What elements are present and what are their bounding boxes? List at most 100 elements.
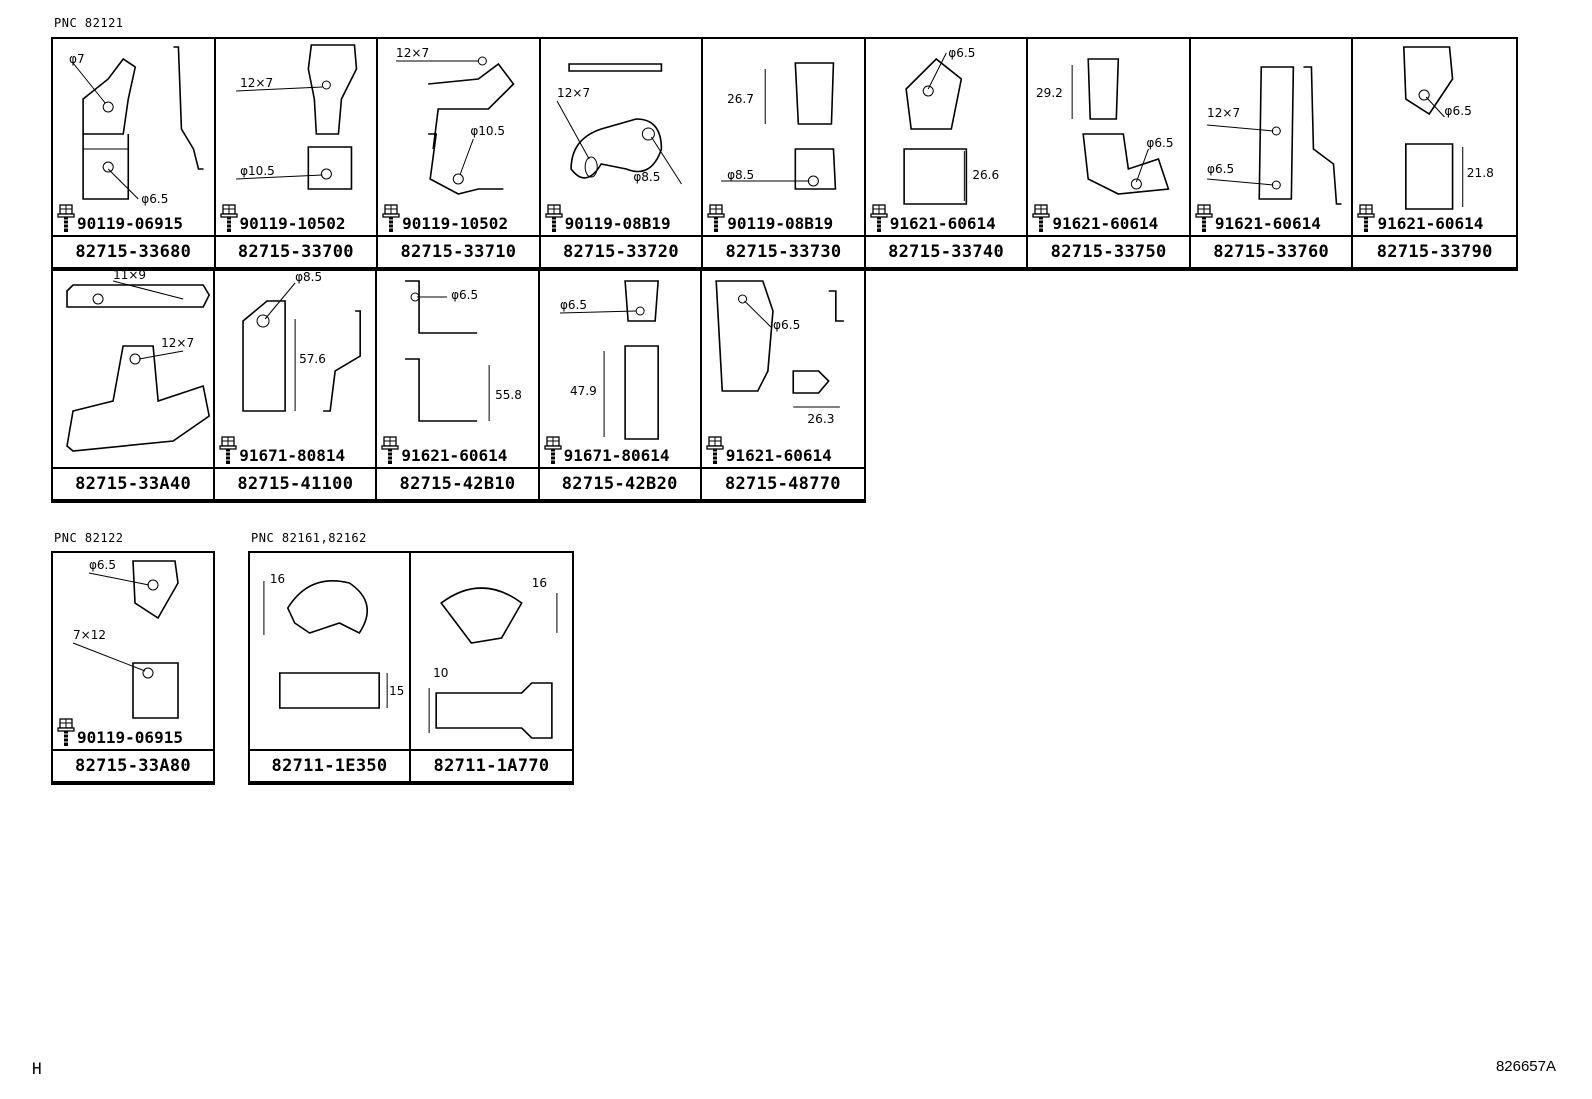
- fastener-callout[interactable]: 90119-06915: [57, 203, 183, 233]
- bracket-illustration: 12×7 φ10.5: [378, 39, 539, 239]
- svg-text:12×7: 12×7: [396, 46, 429, 60]
- part-number[interactable]: 82715-48770: [701, 467, 864, 499]
- fastener-number: 90119-10502: [239, 214, 346, 233]
- svg-text:55.8: 55.8: [496, 388, 523, 402]
- part-cell[interactable]: 16 10 82711-1A770: [411, 553, 572, 783]
- svg-text:φ6.5: φ6.5: [1445, 104, 1472, 118]
- svg-text:φ6.5: φ6.5: [1207, 162, 1234, 176]
- part-number[interactable]: 82715-33730: [703, 235, 864, 267]
- fastener-number: 90119-08B19: [564, 214, 671, 233]
- illustration-number: 826657A: [1495, 1058, 1556, 1075]
- fastener-callout[interactable]: 91621-60614: [706, 435, 832, 465]
- svg-text:φ10.5: φ10.5: [470, 124, 505, 138]
- pnc-label: PNC 82122: [54, 531, 124, 545]
- bolt-washer-icon: [219, 204, 238, 232]
- svg-text:φ6.5: φ6.5: [948, 46, 975, 60]
- part-number[interactable]: 82711-1E350: [250, 749, 409, 781]
- part-number[interactable]: 82715-42B20: [539, 467, 700, 499]
- part-number[interactable]: 82715-33750: [1028, 235, 1189, 267]
- bolt-washer-icon: [1032, 204, 1050, 232]
- fastener-callout[interactable]: 91621-60614: [1195, 203, 1321, 233]
- svg-text:57.6: 57.6: [299, 352, 326, 366]
- part-number[interactable]: 82715-33A40: [53, 467, 214, 499]
- part-number[interactable]: 82715-41100: [215, 467, 376, 499]
- part-cell[interactable]: φ6.5 7×12 90119-06915 82715-33A80: [53, 553, 213, 783]
- bolt-washer-icon: [57, 204, 75, 232]
- svg-text:7×12: 7×12: [73, 628, 106, 642]
- fastener-callout[interactable]: 91621-60614: [1032, 203, 1158, 233]
- part-number[interactable]: 82715-33700: [215, 235, 377, 267]
- fastener-callout[interactable]: 91621-60614: [1357, 203, 1483, 233]
- svg-text:φ10.5: φ10.5: [240, 164, 275, 178]
- svg-text:10: 10: [433, 666, 448, 680]
- fastener-number: 91671-80814: [239, 446, 346, 465]
- svg-text:16: 16: [532, 576, 547, 590]
- fastener-number: 91671-80614: [563, 446, 670, 465]
- svg-text:φ6.5: φ6.5: [89, 558, 116, 572]
- svg-text:11×9: 11×9: [113, 271, 146, 282]
- fastener-callout[interactable]: 91671-80814: [219, 435, 345, 465]
- part-number[interactable]: 82715-33680: [53, 235, 214, 267]
- fastener-number: 91621-60614: [889, 214, 996, 233]
- part-number[interactable]: 82715-42B10: [377, 467, 538, 499]
- fastener-callout[interactable]: 90119-10502: [219, 203, 346, 233]
- fastener-callout[interactable]: 91621-60614: [381, 435, 507, 465]
- part-number[interactable]: 82715-33740: [865, 235, 1027, 267]
- svg-text:φ6.5: φ6.5: [1147, 136, 1174, 150]
- part-number[interactable]: 82715-33A80: [53, 749, 213, 781]
- part-number[interactable]: 82715-33760: [1190, 235, 1352, 267]
- part-cell[interactable]: φ8.5 57.6 91671-80814 82715-41100: [215, 271, 378, 501]
- svg-text:φ6.5: φ6.5: [773, 318, 800, 332]
- fastener-number: 91621-60614: [1377, 214, 1484, 233]
- part-number[interactable]: 82715-33720: [540, 235, 702, 267]
- bracket-illustration: φ6.5 7×12: [53, 553, 213, 753]
- svg-text:16: 16: [270, 572, 285, 586]
- fastener-callout[interactable]: 90119-08B19: [707, 203, 833, 233]
- fastener-callout[interactable]: 91671-80614: [543, 435, 670, 465]
- bolt-washer-icon: [382, 204, 400, 232]
- bolt-washer-icon: [381, 436, 400, 464]
- part-number[interactable]: 82715-33710: [378, 235, 539, 267]
- fastener-number: 90119-06915: [77, 728, 183, 747]
- svg-text:φ8.5: φ8.5: [727, 168, 754, 182]
- svg-text:φ7: φ7: [69, 52, 85, 66]
- svg-text:φ6.5: φ6.5: [141, 192, 168, 206]
- fastener-callout[interactable]: 91621-60614: [870, 203, 996, 233]
- svg-text:φ8.5: φ8.5: [295, 271, 322, 284]
- part-number[interactable]: 82715-33790: [1353, 235, 1516, 267]
- bracket-illustration: φ8.5 57.6: [215, 271, 375, 471]
- fastener-callout[interactable]: 90119-10502: [382, 203, 508, 233]
- bolt-washer-icon: [219, 436, 237, 464]
- fastener-callout[interactable]: 90119-06915: [57, 717, 183, 747]
- footer-code-left: H: [32, 1059, 42, 1078]
- part-number[interactable]: 82711-1A770: [411, 749, 572, 781]
- fastener-number: 91621-60614: [1052, 214, 1159, 233]
- parts-row: φ6.5 7×12 90119-06915 82715-33A80: [51, 551, 215, 785]
- fastener-callout[interactable]: 90119-08B19: [545, 203, 671, 233]
